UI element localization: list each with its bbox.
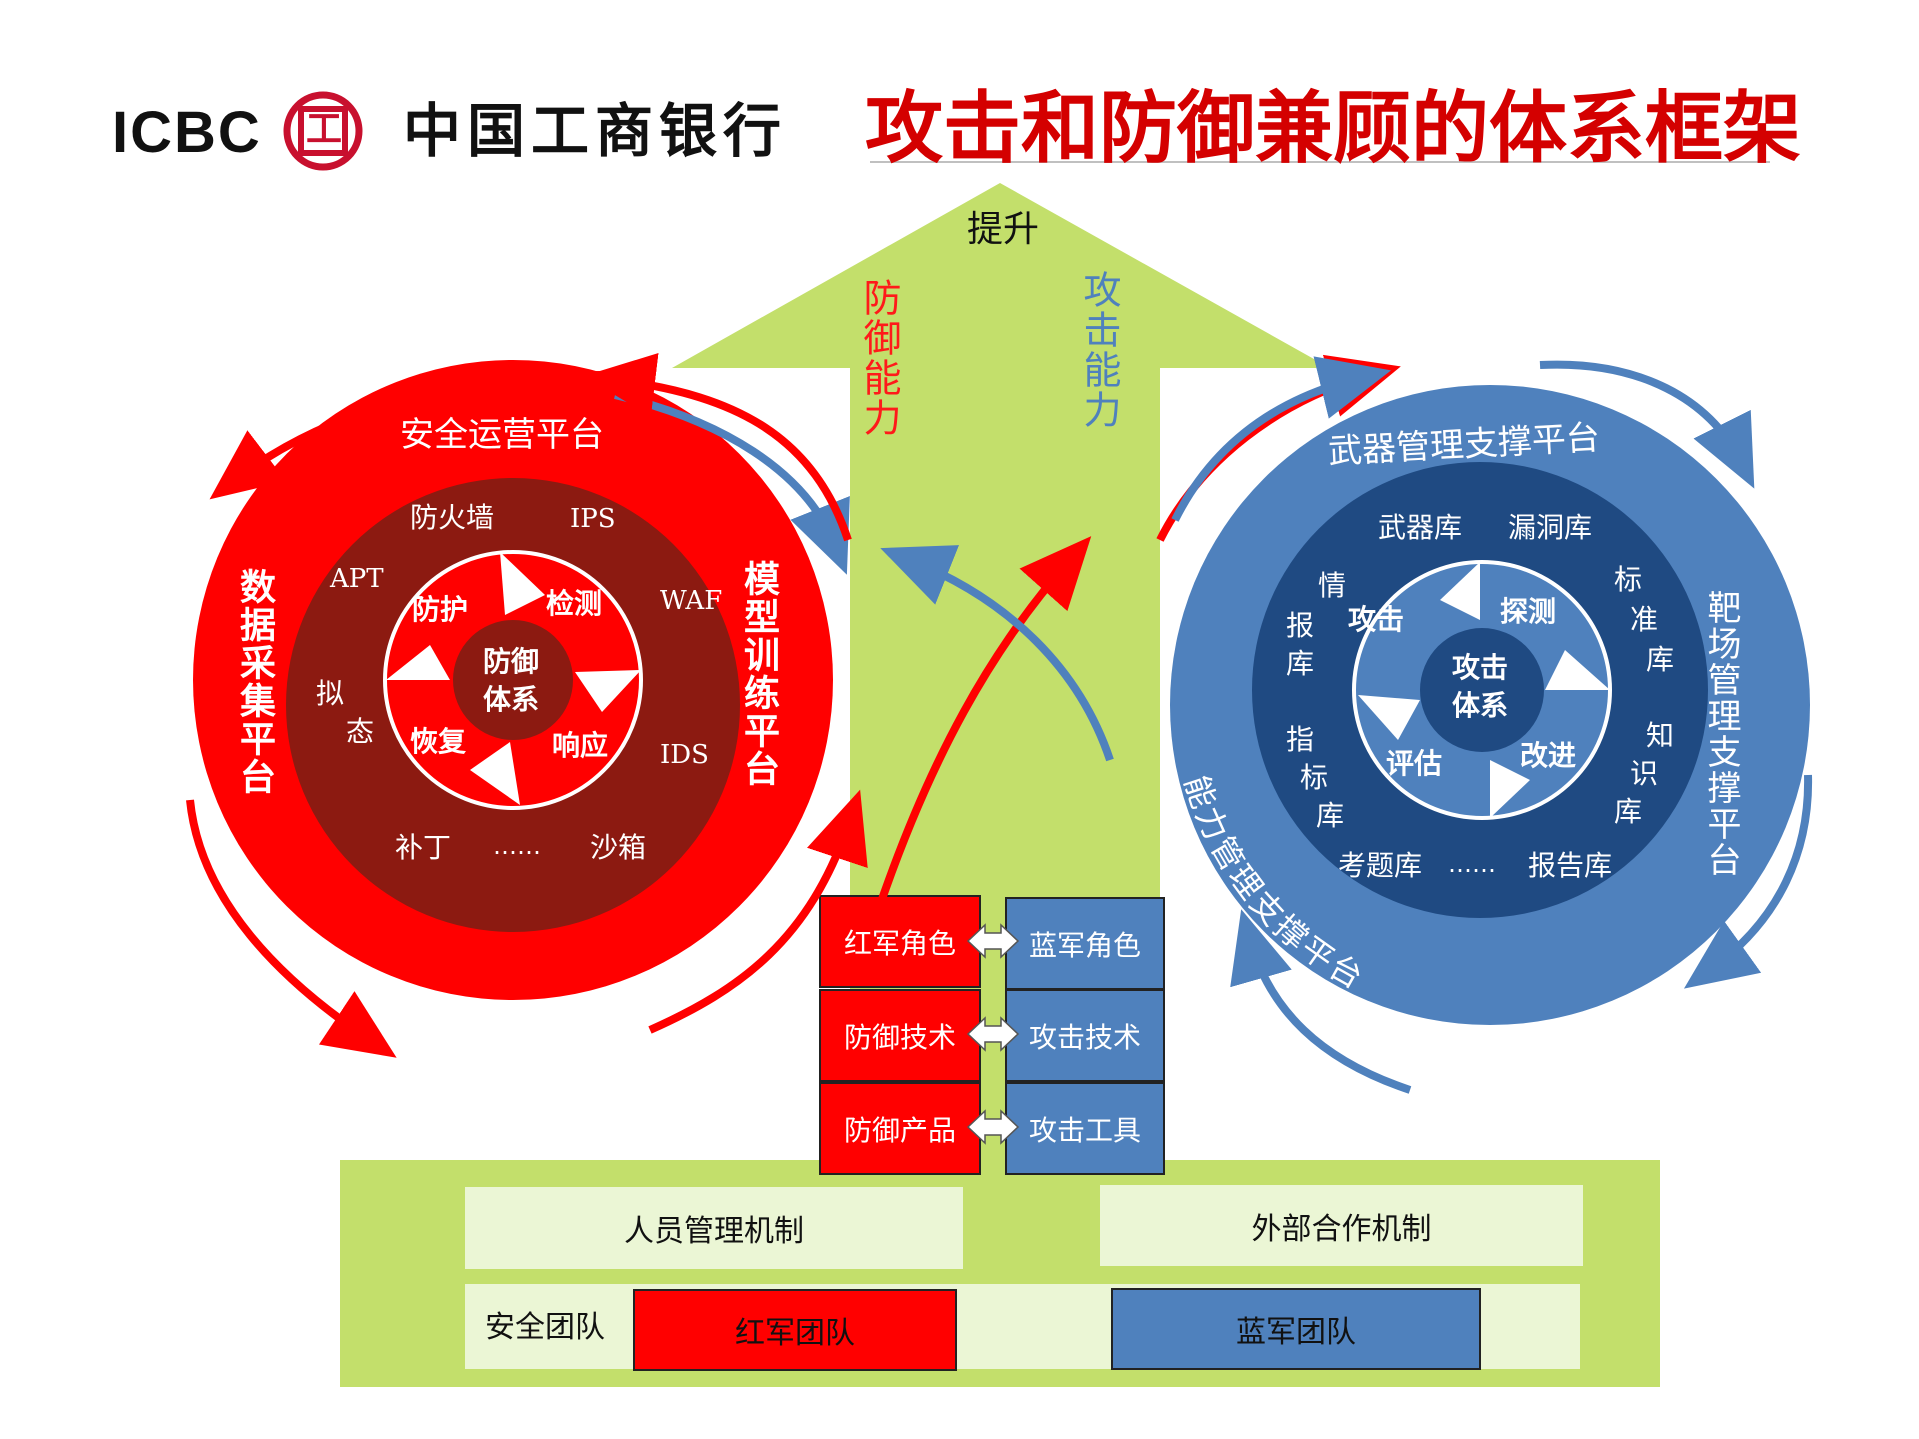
defense-cycle-pointer [470, 742, 520, 805]
defense-cycle-pointer [500, 552, 545, 615]
promotion-arrow [672, 183, 1330, 1170]
blue-tech-label: 攻击技术 [1028, 1020, 1141, 1054]
attack-cycle-pointer [1440, 562, 1480, 620]
attack-core-line2: 体系 [1452, 689, 1509, 722]
defense-core-line1: 防御 [483, 645, 540, 678]
cycle-detect: 检测 [546, 587, 603, 620]
attack-circuit-arrow [1171, 356, 1392, 522]
product-link-arrow [966, 1109, 1020, 1145]
tool-patch: 补丁 [395, 831, 452, 864]
tool-firewall: 防火墙 [410, 501, 495, 534]
lib-knowledge: 识 [1630, 757, 1659, 790]
attack-capability-label: 攻击能力 [1077, 270, 1121, 430]
lib-weapon: 武器库 [1378, 511, 1463, 544]
arrow-label: 提升 [967, 209, 1040, 250]
cycle-improve: 改进 [1520, 739, 1577, 772]
page-title: 攻击和防御兼顾的体系框架 [865, 84, 1802, 174]
lib-knowledge: 知 [1646, 719, 1675, 752]
blue-team-label: 蓝军团队 [1236, 1315, 1356, 1350]
attack-core-disc [1420, 628, 1544, 752]
red-tech-box [819, 989, 981, 1082]
defense-cycle-pointer [386, 645, 450, 680]
red-product-label: 防御产品 [843, 1113, 956, 1147]
defense-core-disc [453, 620, 573, 740]
cycle-attack: 攻击 [1348, 603, 1405, 636]
icbc-seal-glyph: 工 [306, 109, 343, 150]
lib-standard: 准 [1630, 603, 1659, 636]
bank-name: 中国工商银行 [403, 97, 788, 165]
defense-capability-label: 防御能力 [857, 278, 901, 438]
personnel-panel [465, 1187, 963, 1269]
cycle-evaluate: 评估 [1386, 747, 1443, 780]
role-link-arrow [966, 923, 1020, 959]
lib-indicator: 库 [1316, 799, 1345, 832]
attack-core-line1: 攻击 [1452, 651, 1509, 684]
lib-vuln: 漏洞库 [1508, 511, 1593, 544]
defense-top-platform: 安全运营平台 [400, 415, 604, 455]
attack-circuit-arrow [1539, 360, 1755, 489]
cycle-probe: 探测 [1500, 595, 1557, 628]
lib-intel: 报 [1286, 609, 1315, 642]
tool-ips: IPS [570, 504, 616, 534]
red-tech-label: 防御技术 [843, 1020, 956, 1054]
lib-intel: 库 [1286, 647, 1315, 680]
defense-right-platform: 模型训练平台 [738, 560, 779, 788]
attack-cycle-pointer [1490, 760, 1530, 818]
red-product-box [819, 1082, 981, 1175]
defense-cycle-pointer [575, 670, 641, 712]
blue-role-label: 蓝军角色 [1028, 928, 1141, 962]
cycle-respond: 响应 [552, 729, 609, 762]
blue-tool-label: 攻击工具 [1028, 1113, 1141, 1147]
icbc-logo-text: ICBC [112, 100, 262, 165]
red-team-label: 红军团队 [735, 1316, 855, 1351]
lib-knowledge: 库 [1614, 795, 1643, 828]
attack-circuit-arrow [1230, 909, 1412, 1094]
red-team-box [633, 1289, 957, 1371]
icbc-seal-icon [283, 91, 363, 171]
lib-standard: 标 [1614, 563, 1643, 596]
attack-cycle-pointer [1545, 650, 1610, 690]
personnel-label: 人员管理机制 [624, 1214, 804, 1249]
attack-right-platform: 靶场管理支撑平台 [1701, 590, 1741, 878]
tech-link-arrow [966, 1016, 1020, 1052]
defense-circuit-arrow [648, 789, 868, 1034]
lib-standard: 库 [1646, 643, 1675, 676]
tool-ids: IDS [660, 740, 709, 770]
lib-indicator: 标 [1300, 761, 1329, 794]
cycle-protect: 防护 [412, 593, 469, 626]
defense-core-line2: 体系 [483, 683, 540, 716]
cycle-recover: 恢复 [410, 725, 467, 758]
attack-cycle-pointer [1358, 695, 1420, 740]
tool-mimic: 态 [346, 715, 375, 748]
attack-circuit-arrow [1683, 774, 1813, 989]
icbc-seal-icon [298, 106, 348, 156]
tool-apt: APT [330, 564, 384, 594]
tool-sandbox: 沙箱 [590, 831, 647, 864]
lib-indicator: 指 [1286, 723, 1315, 756]
tool-mimic: 拟 [316, 677, 345, 710]
blue-team-box [1111, 1288, 1481, 1370]
external-panel [1100, 1185, 1583, 1266]
lib-intel: 情 [1318, 569, 1347, 602]
blue-cross-arrow [880, 545, 1114, 762]
lib-report: 报告库 [1528, 849, 1613, 882]
defense-circuit-arrow [209, 371, 601, 500]
blue-role-box [1005, 897, 1165, 990]
lib-ellipsis: …… [1448, 850, 1496, 878]
external-label: 外部合作机制 [1251, 1211, 1432, 1247]
tool-waf: WAF [660, 586, 723, 616]
team-label: 安全团队 [485, 1310, 605, 1345]
red-role-label: 红军角色 [843, 926, 956, 960]
red-cross-arrow [876, 536, 1092, 907]
lib-exam: 考题库 [1338, 849, 1423, 882]
defense-circuit-arrow [186, 799, 397, 1058]
defense-circuit-arrow [583, 353, 852, 542]
defense-left-platform: 数据采集平台 [234, 568, 275, 796]
blue-tech-box [1005, 989, 1165, 1082]
red-role-box [819, 895, 981, 988]
tool-ellipsis: …… [493, 832, 541, 860]
